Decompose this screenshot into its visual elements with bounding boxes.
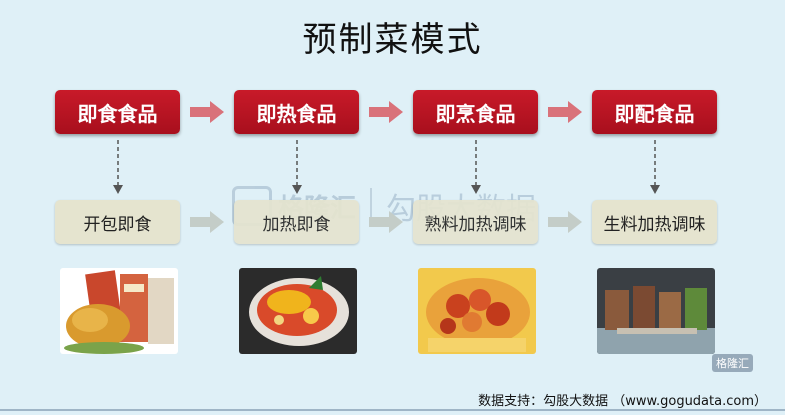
red-arrow-icon [190,101,224,123]
fish-dish-image [239,268,357,354]
category-box-2: 即热食品 [234,90,359,134]
dashed-down-arrow-icon [292,140,302,194]
raw-skewers-image [597,268,715,354]
process-box-3: 熟料加热调味 [413,200,538,244]
grey-arrow-icon [548,211,582,233]
red-arrow-icon [548,101,582,123]
page-title: 预制菜模式 [302,20,483,60]
grey-arrow-icon [190,211,224,233]
watermark-divider [370,188,373,224]
grey-arrow-icon [369,211,403,233]
red-arrow-icon [369,101,403,123]
process-box-1: 开包即食 [55,200,180,244]
dashed-down-arrow-icon [113,140,123,194]
roast-chicken-package-image [60,268,178,354]
source-note: 数据支持：勾股大数据 （www.gogudata.com） [478,394,767,409]
dashed-down-arrow-icon [471,140,481,194]
spicy-crayfish-image [418,268,536,354]
footer-divider [0,409,785,411]
dashed-down-arrow-icon [650,140,660,194]
process-box-2: 加热即食 [234,200,359,244]
corner-watermark: 格隆汇 [712,354,753,372]
category-box-4: 即配食品 [592,90,717,134]
category-box-3: 即烹食品 [413,90,538,134]
process-box-4: 生料加热调味 [592,200,717,244]
category-box-1: 即食食品 [55,90,180,134]
